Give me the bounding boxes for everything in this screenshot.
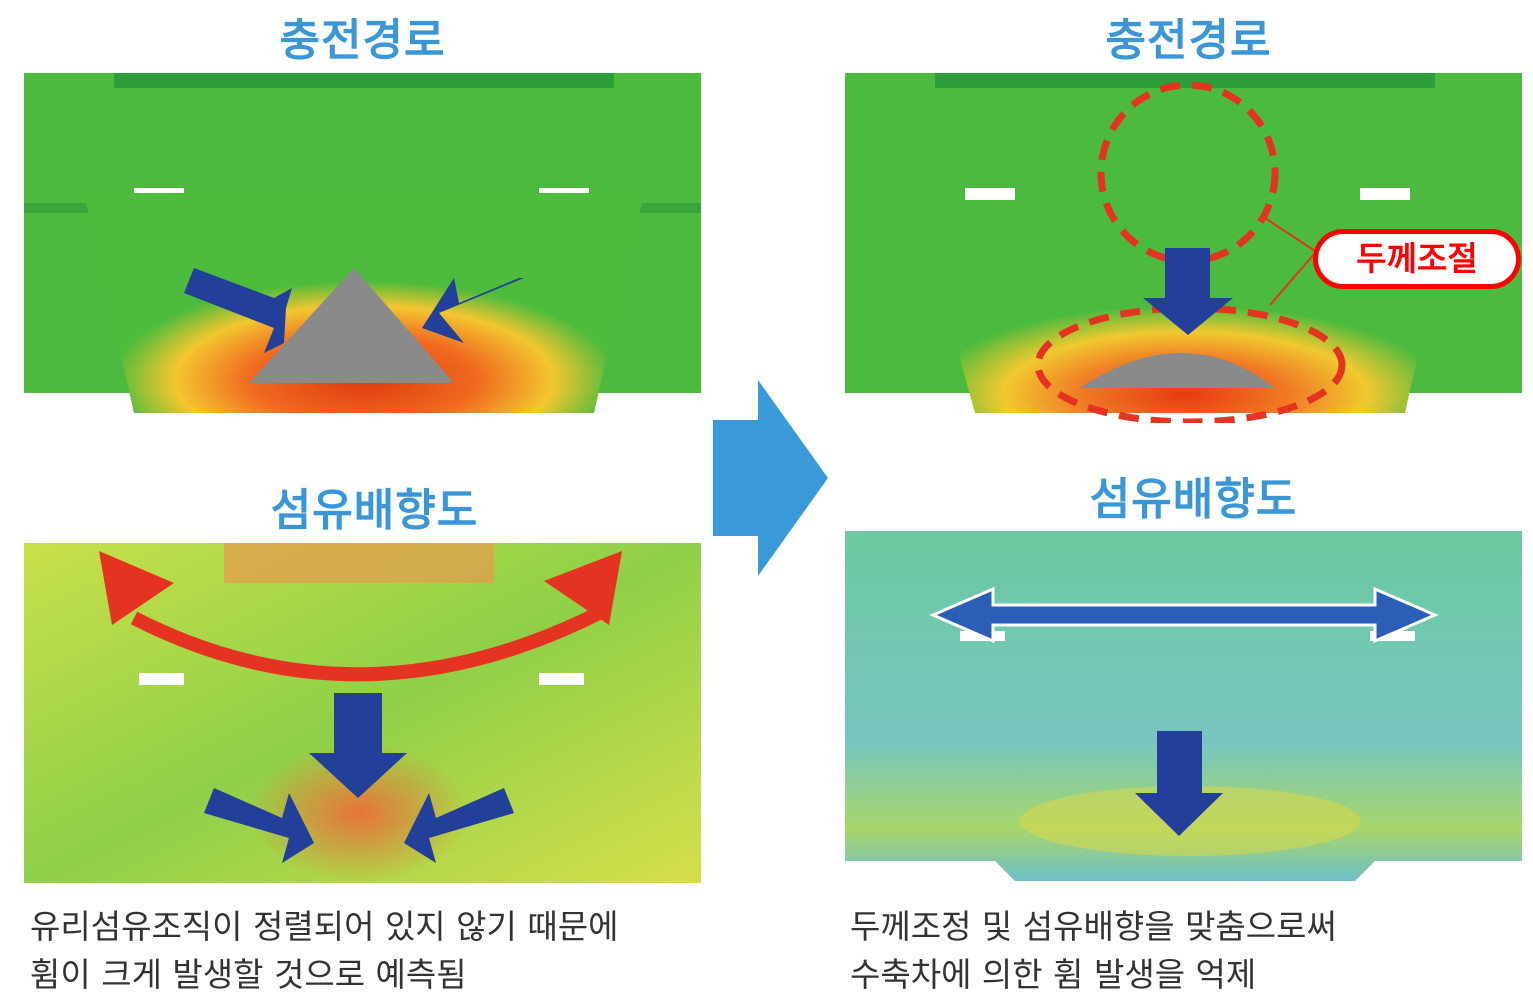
- left-fill-title: 충전경로: [279, 15, 446, 66]
- left-caption-line-2: 휨이 크게 발생할 것으로 예측됨: [30, 955, 467, 994]
- right-caption: 두께조정 및 섬유배향을 맞춤으로써 수축차에 의한 휨 발생을 억제: [850, 903, 1337, 999]
- right-caption-line-2: 수축차에 의한 휨 발생을 억제: [850, 955, 1257, 994]
- thickness-callout: 두께조절: [1313, 229, 1521, 289]
- left-caption: 유리섬유조직이 정렬되어 있지 않기 때문에 휨이 크게 발생할 것으로 예측됨: [30, 903, 618, 999]
- thickness-callout-label: 두께조절: [1356, 239, 1478, 278]
- left-fiber-orientation: [24, 543, 701, 895]
- right-fill-simulation: [845, 73, 1522, 423]
- right-fiber-title: 섬유배향도: [1089, 474, 1298, 525]
- right-fiber-orientation: [845, 531, 1522, 895]
- left-caption-line-1: 유리섬유조직이 정렬되어 있지 않기 때문에: [30, 907, 619, 946]
- left-fill-simulation: [24, 73, 701, 425]
- right-fill-title: 충전경로: [1105, 15, 1272, 66]
- transition-arrow-icon: [713, 380, 828, 576]
- left-fiber-title: 섬유배향도: [270, 485, 479, 536]
- right-caption-line-1: 두께조정 및 섬유배향을 맞춤으로써: [850, 907, 1337, 946]
